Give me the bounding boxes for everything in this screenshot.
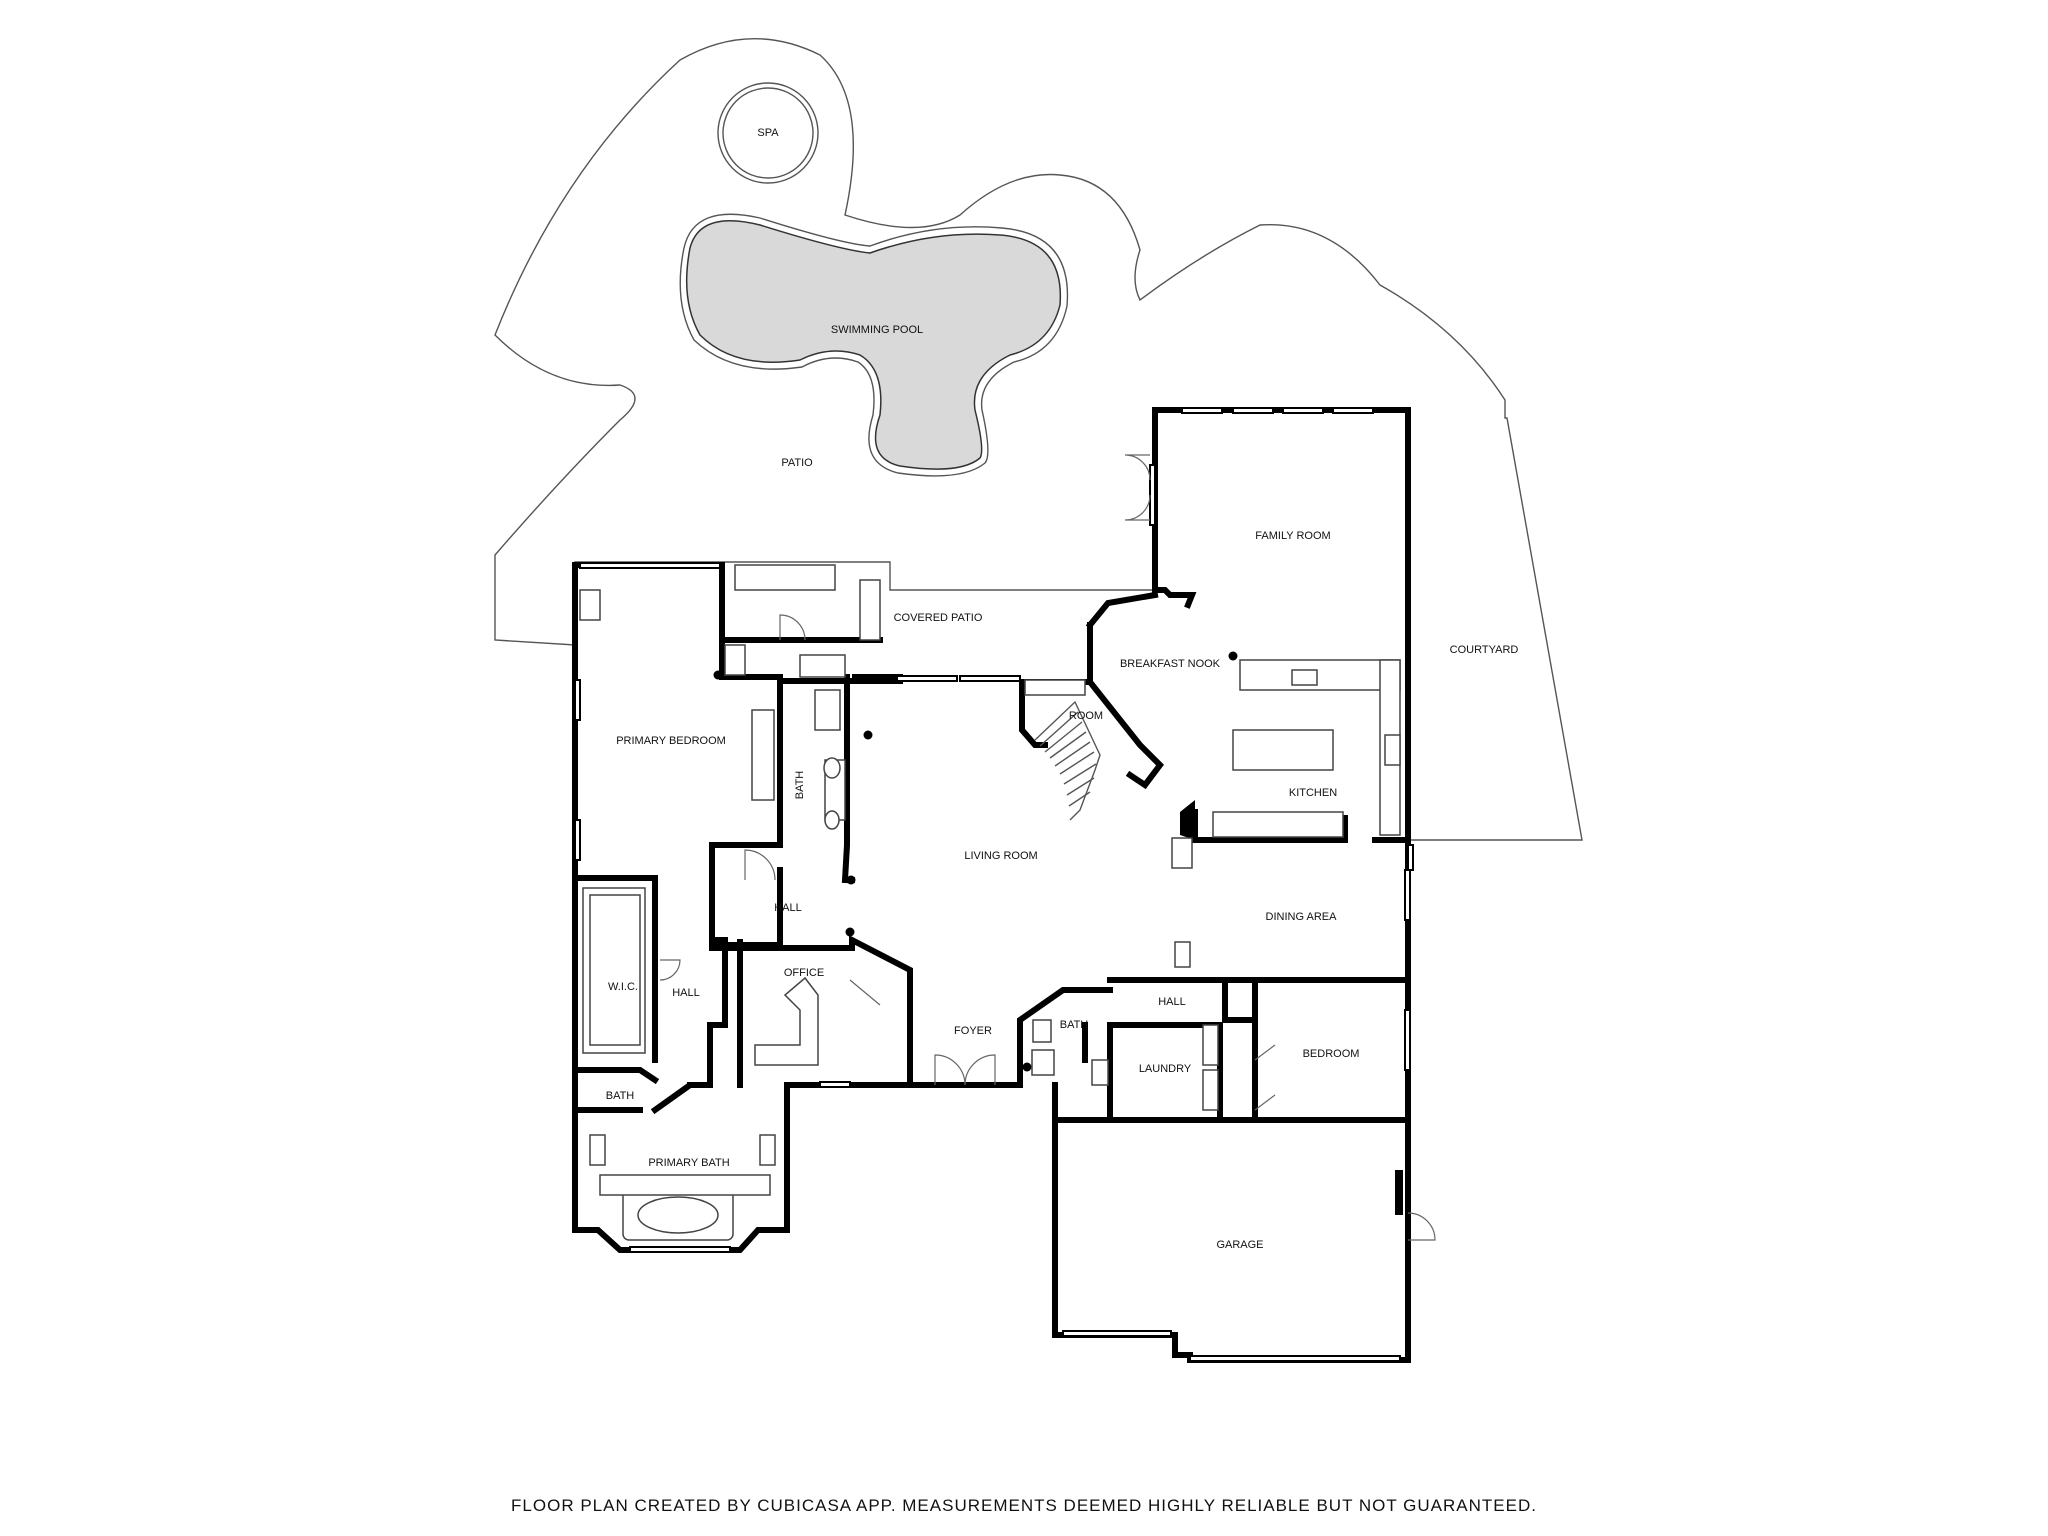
label-bath-upper: BATH xyxy=(794,771,806,800)
fixtures xyxy=(579,564,1401,1241)
label-family-room: FAMILY ROOM xyxy=(1255,530,1330,542)
patio-outline xyxy=(494,37,1583,841)
label-garage: GARAGE xyxy=(1216,1239,1263,1251)
label-bath-right: BATH xyxy=(1060,1019,1089,1031)
doors xyxy=(659,454,1436,1241)
label-swimming-pool: SWIMMING POOL xyxy=(831,324,923,336)
label-primary-bedroom: PRIMARY BEDROOM xyxy=(616,735,726,747)
label-primary-bath: PRIMARY BATH xyxy=(648,1157,729,1169)
label-hall-right: HALL xyxy=(1158,996,1186,1008)
label-laundry: LAUNDRY xyxy=(1139,1063,1192,1075)
label-bath-left: BATH xyxy=(606,1090,635,1102)
label-kitchen: KITCHEN xyxy=(1289,787,1337,799)
label-living-room: LIVING ROOM xyxy=(964,850,1037,862)
label-dining-area: DINING AREA xyxy=(1266,911,1338,923)
windows xyxy=(574,407,1414,1362)
room-labels: SPA SWIMMING POOL PATIO FAMILY ROOM COVE… xyxy=(606,127,1519,1251)
footer-disclaimer: FLOOR PLAN CREATED BY CUBICASA APP. MEAS… xyxy=(511,1496,1537,1515)
spa-inner xyxy=(722,87,814,179)
label-hall-center: HALL xyxy=(774,902,802,914)
label-wic: W.I.C. xyxy=(608,981,638,993)
label-foyer: FOYER xyxy=(954,1025,992,1037)
label-spa: SPA xyxy=(757,127,779,139)
label-room: ROOM xyxy=(1069,710,1103,722)
swimming-pool xyxy=(685,220,1062,470)
swimming-pool-edge xyxy=(679,213,1069,477)
label-bedroom: BEDROOM xyxy=(1303,1048,1360,1060)
label-breakfast-nook: BREAKFAST NOOK xyxy=(1120,658,1221,670)
label-hall-left: HALL xyxy=(672,987,700,999)
spa-outer xyxy=(717,82,819,184)
label-patio: PATIO xyxy=(781,457,813,469)
label-courtyard: COURTYARD xyxy=(1450,644,1519,656)
staircase xyxy=(1034,700,1101,821)
label-covered-patio: COVERED PATIO xyxy=(894,612,983,624)
label-office: OFFICE xyxy=(784,967,824,979)
